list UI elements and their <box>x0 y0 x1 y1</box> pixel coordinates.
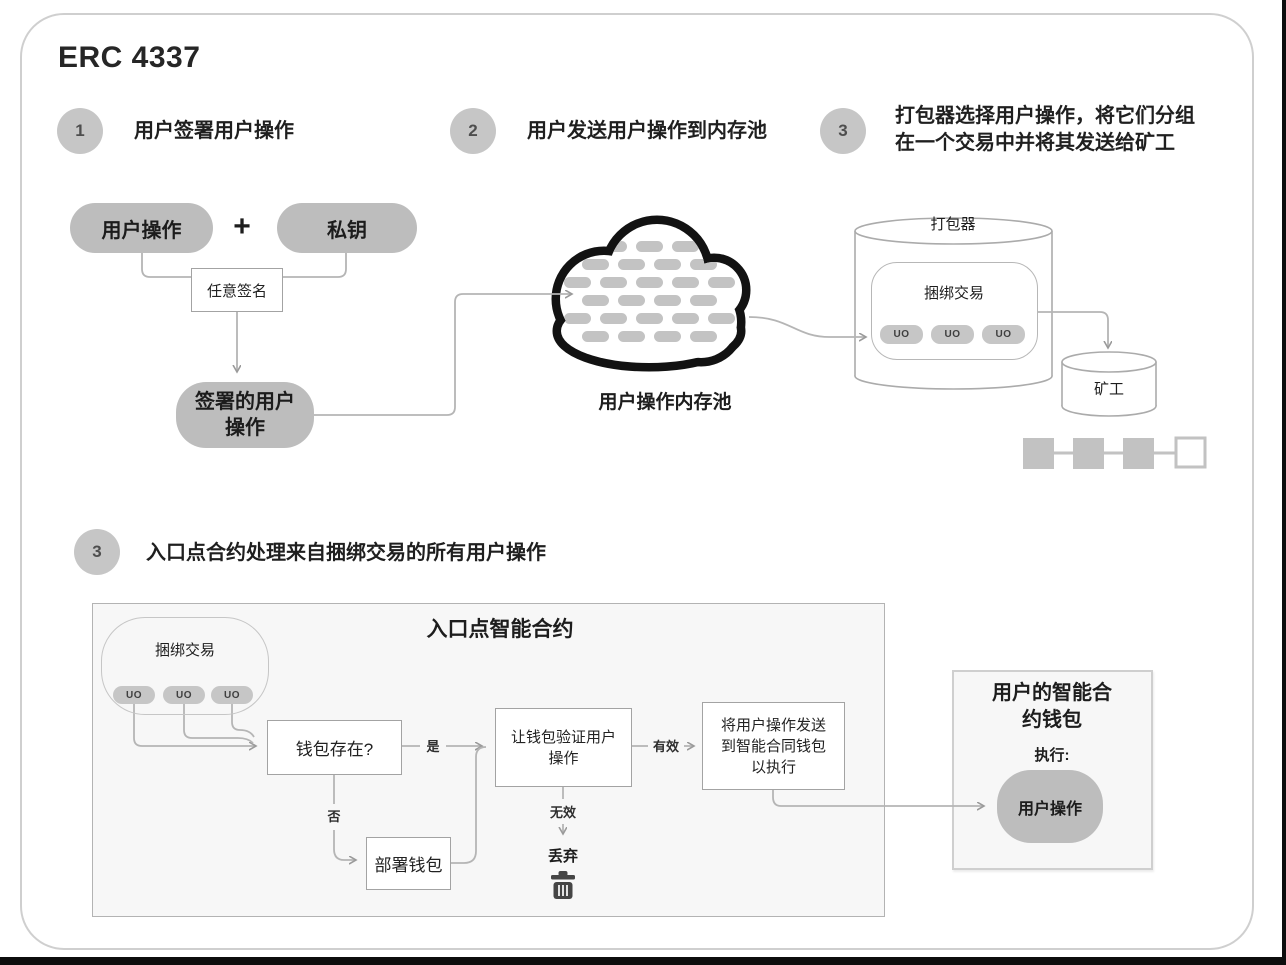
entry-point-title: 入口点智能合约 <box>400 615 600 641</box>
deploy-wallet-label: 部署钱包 <box>374 856 443 875</box>
signed-user-operation-label: 签署的用户操作 <box>195 391 295 439</box>
miner-label-text: 矿工 <box>1093 380 1124 398</box>
uo-pill: UO <box>880 325 923 344</box>
step-2-label: 用户发送用户操作到内存池 <box>527 120 767 142</box>
valid-label-text: 有效 <box>652 739 679 754</box>
wallet-user-operation-label: 用户操作 <box>1017 800 1082 818</box>
send-to-wallet-box: 将用户操作发送到智能合同钱包以执行 <box>702 702 845 790</box>
validate-user-op-label: 让钱包验证用户操作 <box>510 728 616 767</box>
user-operation-pill: 用户操作 <box>70 203 213 253</box>
step-3-number: 3 <box>838 121 848 140</box>
uo-pill: UO <box>211 686 253 704</box>
uo-pill-label: UO <box>893 329 910 340</box>
step-2-number: 2 <box>468 121 478 140</box>
uo-pill-label: UO <box>944 329 961 340</box>
any-signature-box: 任意签名 <box>191 268 283 312</box>
plus-sign: + <box>227 206 257 248</box>
step-1-number: 1 <box>75 121 85 140</box>
step-2-badge: 2 <box>450 108 496 154</box>
step-4-number: 3 <box>92 542 102 561</box>
bundle-tx-blob-label: 捆绑交易 <box>135 639 235 659</box>
uo-pill: UO <box>982 325 1025 344</box>
user-operation-label: 用户操作 <box>101 219 182 242</box>
entry-point-title-text: 入口点智能合约 <box>426 618 574 641</box>
yes-label: 是 <box>424 738 442 756</box>
wallet-user-operation-pill: 用户操作 <box>997 770 1103 843</box>
step-1-badge: 1 <box>57 108 103 154</box>
execute-label: 执行: <box>1012 744 1092 764</box>
deploy-wallet-box: 部署钱包 <box>366 837 451 890</box>
step-4-label: 入口点合约处理来自捆绑交易的所有用户操作 <box>146 542 546 564</box>
uo-pill: UO <box>113 686 155 704</box>
no-label-text: 否 <box>327 809 341 824</box>
miner-cylinder <box>1061 351 1157 417</box>
invalid-label-text: 无效 <box>549 805 576 820</box>
bundle-tx-label: 捆绑交易 <box>904 282 1004 302</box>
validate-user-op-box: 让钱包验证用户操作 <box>495 708 632 787</box>
wallet-exists-label: 钱包存在? <box>295 740 374 759</box>
step-3-label: 打包器选择用户操作，将它们分组 在一个交易中并将其发送给矿工 <box>895 103 1195 157</box>
miner-label: 矿工 <box>1074 378 1144 398</box>
bundler-label-text: 打包器 <box>930 215 976 233</box>
mempool-label: 用户操作内存池 <box>565 388 765 413</box>
mempool-label-text: 用户操作内存池 <box>598 391 732 413</box>
wallet-exists-box: 钱包存在? <box>267 720 402 775</box>
bundle-tx-box <box>871 262 1038 360</box>
step-3-label-line2: 在一个交易中并将其发送给矿工 <box>895 132 1175 154</box>
screen-edge-right <box>1282 0 1286 965</box>
yes-label-text: 是 <box>426 739 440 754</box>
uo-pill-label: UO <box>126 689 142 701</box>
bundle-tx-blob <box>101 617 269 715</box>
step-3-label-line1: 打包器选择用户操作，将它们分组 <box>895 105 1195 127</box>
smart-wallet-title-text: 用户的智能合约钱包 <box>992 682 1112 731</box>
screen-edge-bottom <box>0 957 1286 965</box>
uo-pill-label: UO <box>995 329 1012 340</box>
smart-wallet-title: 用户的智能合约钱包 <box>982 680 1122 734</box>
discard-label: 丢弃 <box>533 845 593 865</box>
blockchain-blocks-icon <box>1023 436 1207 469</box>
step-3-badge: 3 <box>820 108 866 154</box>
any-signature-label: 任意签名 <box>206 282 267 300</box>
bundle-tx-blob-label-text: 捆绑交易 <box>154 641 215 659</box>
bundler-label: 打包器 <box>903 213 1003 233</box>
execute-label-text: 执行: <box>1034 746 1070 764</box>
uo-pill: UO <box>163 686 205 704</box>
uo-pill-label: UO <box>176 689 192 701</box>
signed-user-operation-pill: 签署的用户操作 <box>176 382 314 448</box>
discard-label-text: 丢弃 <box>547 847 578 865</box>
connectors <box>133 253 1108 863</box>
send-to-wallet-label: 将用户操作发送到智能合同钱包以执行 <box>720 716 826 776</box>
step-1-label: 用户签署用户操作 <box>134 120 294 142</box>
mempool-cloud-icon <box>551 215 751 372</box>
step-4-badge: 3 <box>74 529 120 575</box>
plus-label: + <box>233 210 251 243</box>
private-key-label: 私钥 <box>327 219 367 242</box>
no-label: 否 <box>326 808 342 826</box>
invalid-label: 无效 <box>548 804 578 822</box>
page-title: ERC 4337 <box>58 41 201 74</box>
cloud-userop-pills <box>564 241 735 342</box>
trash-icon <box>551 871 575 899</box>
uo-pill: UO <box>931 325 974 344</box>
private-key-pill: 私钥 <box>277 203 417 253</box>
uo-pill-label: UO <box>224 689 240 701</box>
valid-label: 有效 <box>651 738 681 756</box>
bundle-tx-label-text: 捆绑交易 <box>923 284 984 302</box>
